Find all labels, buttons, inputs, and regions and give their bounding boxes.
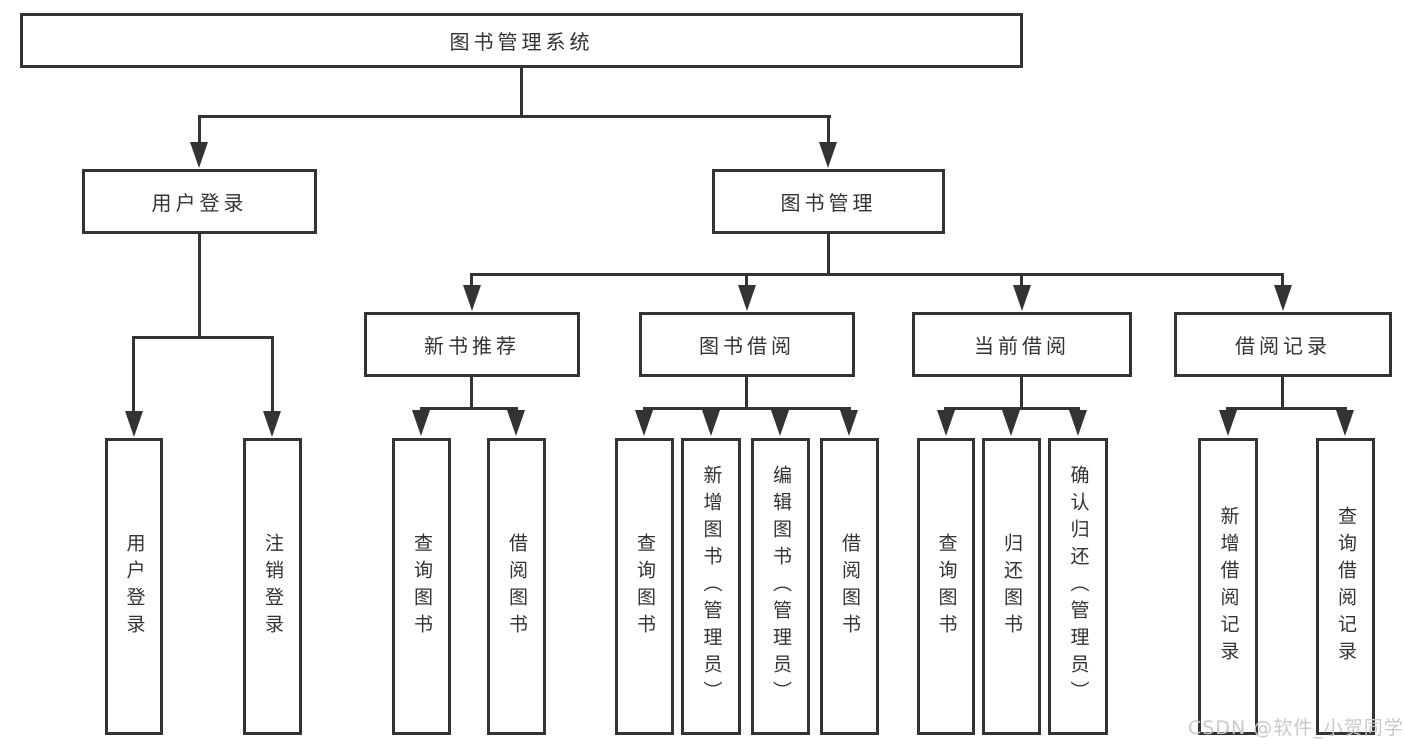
connector-book-borrow-stub <box>745 377 748 410</box>
leaf-query-borrow-record: 查询借阅记录 <box>1316 438 1375 735</box>
connector-borrow-records-stub <box>1281 377 1284 410</box>
csdn-watermark: CSDN @软件_小贺同学 <box>1188 717 1404 739</box>
arrowhead-root-to-user-login <box>190 142 208 168</box>
connector-root-to-book-management-stem <box>827 115 830 145</box>
connector-level3-bar <box>470 273 1284 276</box>
leaf-user-login: 用户登录 <box>105 438 163 735</box>
connector-user-login-bar <box>132 336 274 339</box>
arrowhead-to-leaf-add-borrow-record <box>1219 410 1237 436</box>
arrowhead-to-leaf-logout <box>263 411 281 437</box>
connector-current-borrow-bar <box>944 407 1080 410</box>
arrowhead-to-leaf-current-return-books <box>1002 410 1020 436</box>
node-user-login: 用户登录 <box>82 169 317 234</box>
arrowhead-to-current-borrow <box>1013 285 1031 311</box>
arrowhead-to-leaf-current-query-books <box>937 410 955 436</box>
connector-to-new-book-recommend-stem <box>470 273 473 289</box>
leaf-borrow-add-books-admin: 新增图书（管理员） <box>681 438 741 735</box>
leaf-borrow-borrow-books: 借阅图书 <box>820 438 879 735</box>
arrowhead-to-leaf-borrow-borrow-books <box>840 410 858 436</box>
arrowhead-to-borrow-records <box>1274 285 1292 311</box>
leaf-current-return-books: 归还图书 <box>982 438 1041 735</box>
arrowhead-to-book-borrow <box>738 285 756 311</box>
node-new-book-recommend: 新书推荐 <box>364 312 580 377</box>
leaf-recommend-query-books: 查询图书 <box>392 438 451 735</box>
node-root-library-management-system: 图书管理系统 <box>20 13 1023 68</box>
connector-to-borrow-records-stem <box>1281 273 1284 289</box>
leaf-logout: 注销登录 <box>243 438 302 735</box>
node-borrow-records: 借阅记录 <box>1174 312 1392 377</box>
node-current-borrow: 当前借阅 <box>912 312 1132 377</box>
arrowhead-to-leaf-recommend-borrow-books <box>507 410 525 436</box>
connector-root-bar <box>198 115 831 118</box>
arrowhead-to-leaf-borrow-edit-books <box>771 410 789 436</box>
connector-current-borrow-stub <box>1020 377 1023 410</box>
arrowhead-to-leaf-current-confirm-return <box>1069 410 1087 436</box>
leaf-current-query-books: 查询图书 <box>917 438 975 735</box>
connector-new-book-recommend-stub <box>470 377 473 410</box>
leaf-current-confirm-return-admin: 确认归还（管理员） <box>1048 438 1108 735</box>
arrowhead-to-leaf-user-login <box>125 411 143 437</box>
connector-to-book-borrow-stem <box>745 273 748 289</box>
arrowhead-to-leaf-query-borrow-record <box>1336 410 1354 436</box>
connector-borrow-records-bar <box>1226 407 1347 410</box>
arrowhead-to-new-book-recommend <box>463 285 481 311</box>
leaf-borrow-query-books: 查询图书 <box>615 438 674 735</box>
connector-book-management-stub <box>827 234 830 276</box>
connector-to-current-borrow-stem <box>1020 273 1023 289</box>
leaf-recommend-borrow-books: 借阅图书 <box>487 438 546 735</box>
node-book-management: 图书管理 <box>712 169 945 234</box>
node-book-borrow: 图书借阅 <box>639 312 855 377</box>
connector-book-borrow-bar <box>643 407 851 410</box>
leaf-add-borrow-record: 新增借阅记录 <box>1198 438 1258 735</box>
connector-user-login-stub <box>198 234 201 339</box>
connector-root-stub <box>520 68 523 118</box>
arrowhead-root-to-book-management <box>819 142 837 168</box>
connector-root-to-user-login-stem <box>198 115 201 145</box>
connector-to-leaf-logout-stem <box>271 336 274 413</box>
arrowhead-to-leaf-recommend-query-books <box>412 410 430 436</box>
connector-new-book-recommend-bar <box>420 407 518 410</box>
leaf-borrow-edit-books-admin: 编辑图书（管理员） <box>751 438 810 735</box>
connector-to-leaf-user-login-stem <box>132 336 135 413</box>
arrowhead-to-leaf-borrow-add-books <box>702 410 720 436</box>
arrowhead-to-leaf-borrow-query-books <box>635 410 653 436</box>
